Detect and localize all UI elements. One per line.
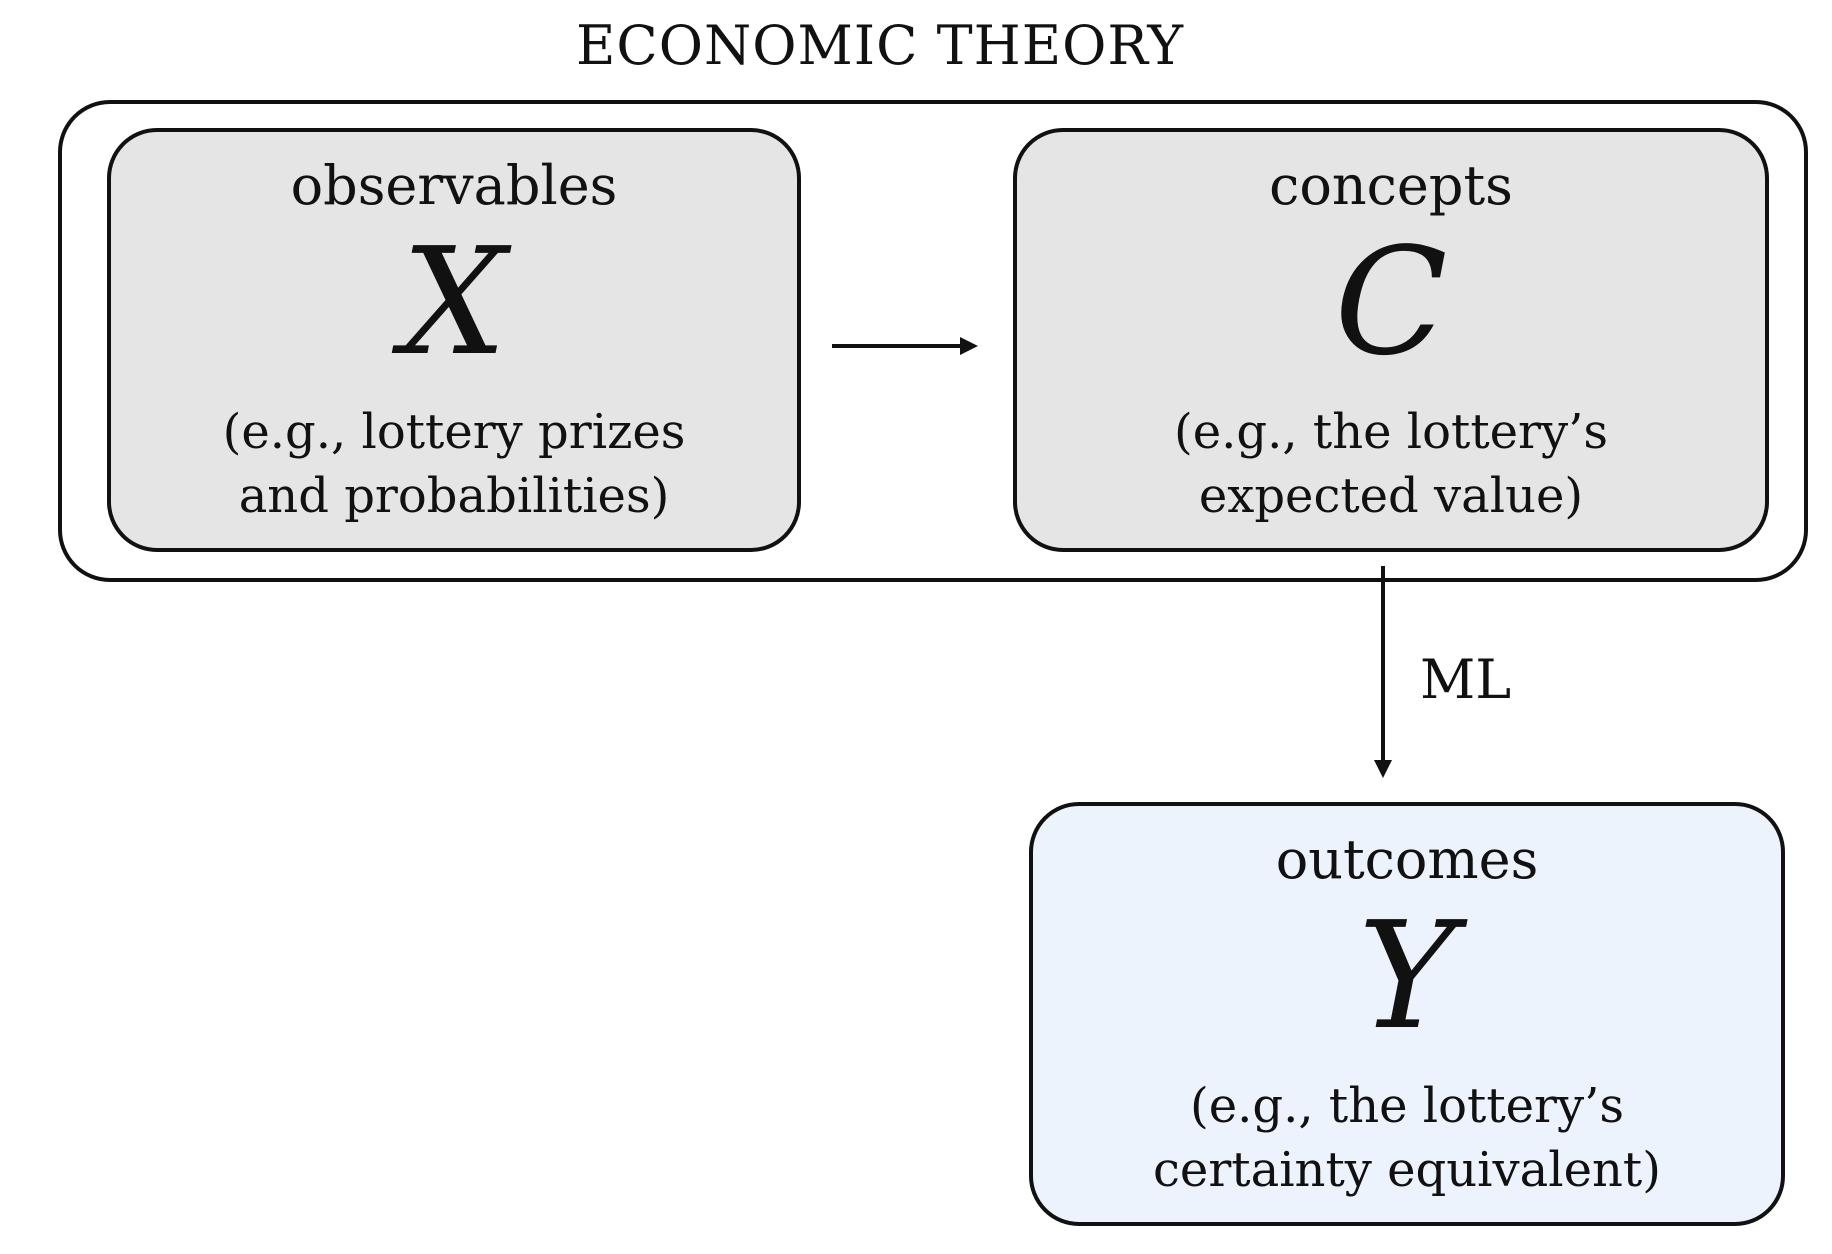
outcomes-description: (e.g., the lottery’s certainty equivalen… — [1033, 1074, 1781, 1202]
outcomes-symbol: Y — [1358, 890, 1456, 1062]
observables-description-line-2: and probabilities) — [238, 468, 670, 524]
arrow-concepts-to-outcomes — [1374, 566, 1392, 778]
outcomes-description-line-1: (e.g., the lottery’s — [1190, 1078, 1624, 1134]
outcomes-node: outcomes Y (e.g., the lottery’s certaint… — [1029, 802, 1785, 1226]
concepts-description-line-1: (e.g., the lottery’s — [1174, 404, 1608, 460]
economic-theory-frame — [58, 100, 1808, 582]
concepts-description: (e.g., the lottery’s expected value) — [1017, 400, 1765, 528]
observables-description: (e.g., lottery prizes and probabilities) — [111, 400, 797, 528]
outcomes-description-line-2: certainty equivalent) — [1153, 1142, 1661, 1198]
concepts-description-line-2: expected value) — [1198, 468, 1584, 524]
observables-node: observables X (e.g., lottery prizes and … — [107, 128, 801, 552]
outcomes-title: outcomes — [1275, 828, 1539, 891]
concepts-node: concepts C (e.g., the lottery’s expected… — [1013, 128, 1769, 552]
concepts-title: concepts — [1269, 154, 1513, 217]
concepts-symbol: C — [1334, 216, 1448, 388]
observables-description-line-1: (e.g., lottery prizes — [222, 404, 686, 460]
economic-theory-title: ECONOMIC THEORY — [575, 14, 1185, 77]
observables-symbol: X — [401, 216, 507, 388]
observables-title: observables — [290, 154, 618, 217]
ml-edge-label: ML — [1420, 648, 1512, 711]
